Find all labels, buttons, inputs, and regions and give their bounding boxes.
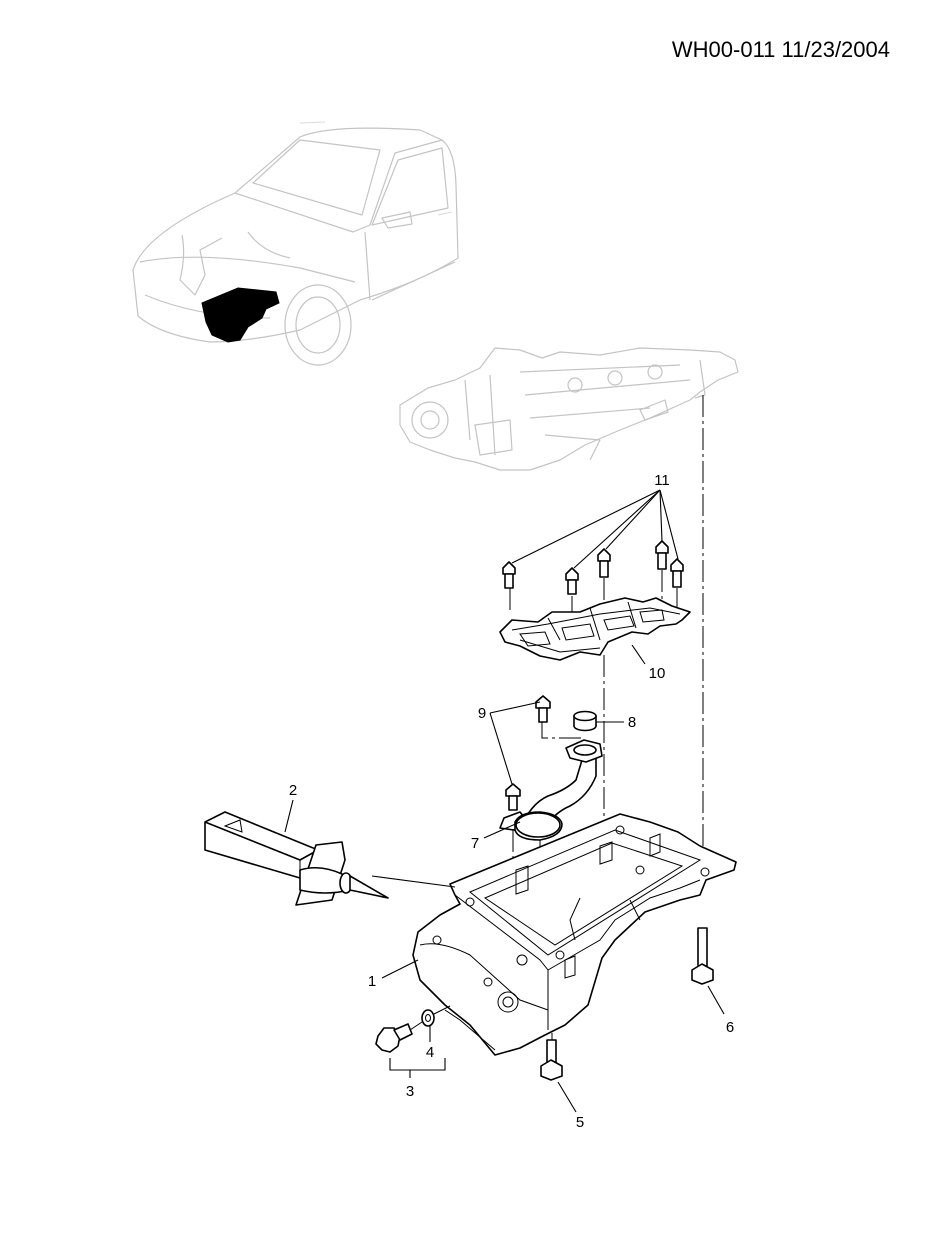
engine-block-ghost xyxy=(399,347,739,471)
callout-label: 1 xyxy=(368,973,376,990)
drain-plug-washer xyxy=(421,1009,435,1027)
baffle-bolt xyxy=(670,558,684,588)
baffle-bolt xyxy=(655,540,669,570)
highlighted-oil-pan-location xyxy=(201,287,280,343)
leader-lines xyxy=(284,489,725,1113)
vehicle-locator-illustration xyxy=(132,121,459,366)
diagram-code-header: WH00-011 11/23/2004 xyxy=(672,37,890,62)
pickup-tube-bolt xyxy=(505,783,521,811)
oil-pan-baffle xyxy=(499,597,691,661)
callout-label: 11 xyxy=(654,472,670,489)
callout-labels: 1 2 3 4 5 6 7 8 9 10 11 xyxy=(289,472,734,1131)
callout-label: 7 xyxy=(471,835,479,852)
callout-label: 10 xyxy=(649,665,666,682)
oil-pan-bolt-long xyxy=(691,927,714,985)
baffle-bolt xyxy=(565,567,579,595)
baffle-bolts xyxy=(502,540,684,595)
callout-label: 8 xyxy=(628,714,636,731)
callout-label: 3 xyxy=(406,1083,414,1100)
oil-pump-pickup-tube xyxy=(499,739,603,841)
callout-label: 6 xyxy=(726,1019,734,1036)
sealant-tube xyxy=(204,811,389,906)
baffle-bolt xyxy=(597,548,611,578)
pickup-tube-seal xyxy=(573,710,597,732)
callout-label: 2 xyxy=(289,782,297,799)
callout-label: 9 xyxy=(478,705,486,722)
callout-label: 5 xyxy=(576,1114,584,1131)
pickup-tube-bolt xyxy=(535,695,551,723)
drain-plug xyxy=(375,1023,413,1053)
pickup-tube-bolts xyxy=(505,695,551,811)
callout-label: 4 xyxy=(426,1044,434,1061)
baffle-bolt xyxy=(502,561,516,589)
oil-pan-bolt-short xyxy=(540,1039,563,1081)
oil-pan xyxy=(412,813,737,1056)
